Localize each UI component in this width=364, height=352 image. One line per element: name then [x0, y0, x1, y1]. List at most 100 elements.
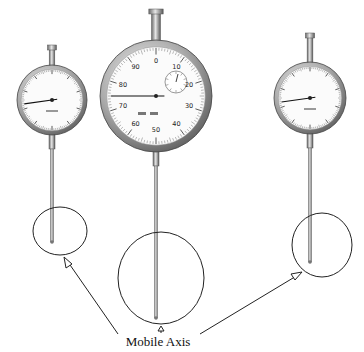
dial-tick	[279, 101, 281, 102]
dial-tick	[315, 127, 316, 129]
dial-tick	[304, 68, 305, 70]
dial-tick	[123, 129, 125, 131]
dial-tick	[313, 67, 314, 69]
dial-tick	[296, 70, 298, 72]
dial-tick	[53, 128, 54, 130]
dial-tick	[46, 128, 47, 130]
dial-tick	[330, 119, 331, 120]
dial-tick	[114, 73, 116, 74]
dial-tick	[336, 112, 338, 114]
dial-tick	[331, 118, 332, 119]
dial-tick	[77, 108, 81, 109]
dial-tick	[286, 78, 287, 79]
dial-tick	[331, 77, 332, 78]
dial-tick	[304, 127, 305, 129]
leader-arrowhead	[291, 272, 302, 280]
dial-tick	[79, 92, 81, 93]
dial-tick	[158, 141, 159, 144]
dial-tick	[76, 83, 77, 85]
dial-tick	[191, 122, 195, 125]
dial-tick	[22, 98, 24, 99]
dial-tick	[123, 61, 125, 63]
dial-tick	[161, 141, 162, 144]
dial-tick	[335, 113, 337, 115]
dial-tick	[79, 107, 81, 108]
dial-tick	[112, 115, 115, 116]
dial-tick	[194, 120, 196, 122]
dial-tick	[37, 125, 39, 127]
dial-tick	[295, 71, 297, 73]
dial-tick	[117, 122, 121, 125]
dial-tick	[22, 101, 24, 102]
dial-face	[278, 66, 341, 129]
dial-tick	[169, 138, 170, 142]
dial-tick	[26, 113, 28, 115]
dial-tick	[292, 120, 295, 123]
axis-ellipse	[118, 232, 204, 324]
dial-tick	[115, 70, 117, 72]
dial-tick	[324, 71, 326, 73]
dial-tick	[318, 69, 320, 72]
crown-cap	[149, 9, 163, 14]
dial-tick	[201, 86, 204, 88]
dial-tick	[196, 73, 198, 74]
dial-tick	[313, 127, 314, 129]
dial-tick	[67, 124, 69, 125]
dial-tick	[40, 72, 42, 74]
maker-mark	[138, 112, 146, 115]
dial-tick	[110, 81, 116, 83]
dial-tick	[76, 115, 77, 117]
mobile-axis	[309, 148, 312, 262]
dial-tick	[133, 136, 134, 138]
dial-tick	[121, 63, 123, 65]
dial-tick	[333, 80, 335, 82]
dial-tick	[164, 141, 166, 144]
dial-tick	[339, 103, 341, 104]
leader-line	[68, 262, 118, 334]
dial-tick	[200, 84, 203, 86]
dial-tick	[65, 125, 67, 127]
dial-tick	[26, 85, 28, 87]
dial-tick	[324, 124, 326, 126]
dial-tick	[74, 82, 76, 84]
dial-number: 20	[185, 82, 193, 89]
dial-tick	[110, 109, 116, 111]
dial-tick	[117, 68, 121, 71]
contact-point	[50, 240, 54, 244]
dial-tick	[300, 125, 302, 128]
dial-tick	[322, 124, 324, 126]
dial-tick	[156, 137, 157, 144]
dial-indicator	[274, 33, 346, 264]
dial-tick	[289, 75, 290, 76]
dial-number: 90	[131, 64, 139, 71]
counter-tick	[184, 78, 186, 80]
dial-tick	[67, 121, 69, 124]
dial-tick	[187, 61, 189, 63]
dial-tick	[298, 125, 300, 127]
dial-number: 50	[152, 127, 160, 134]
dial-tick	[50, 70, 51, 72]
dial-number: 10	[172, 64, 180, 71]
dial-tick	[336, 83, 338, 85]
dial-tick	[80, 101, 82, 102]
dial-tick	[115, 120, 117, 122]
dial-tick	[175, 52, 176, 55]
dial-tick	[317, 126, 318, 128]
dial-tick	[67, 75, 69, 76]
dial-tick	[144, 140, 146, 143]
dial-tick	[59, 71, 60, 73]
dial-tick	[296, 124, 298, 126]
dial-bezel	[274, 62, 346, 134]
dial-tick	[333, 115, 335, 117]
dial-tick	[178, 54, 179, 56]
dial-face	[21, 69, 83, 131]
dial-tick	[310, 67, 311, 71]
dial-tick	[281, 106, 285, 107]
dial-tick	[109, 107, 112, 109]
counter-tick	[170, 74, 171, 76]
dial-tick	[180, 55, 182, 57]
dial-tick	[286, 117, 287, 118]
dial-tick	[284, 113, 286, 115]
dial-tick	[108, 89, 111, 90]
dial-tick	[33, 122, 34, 123]
